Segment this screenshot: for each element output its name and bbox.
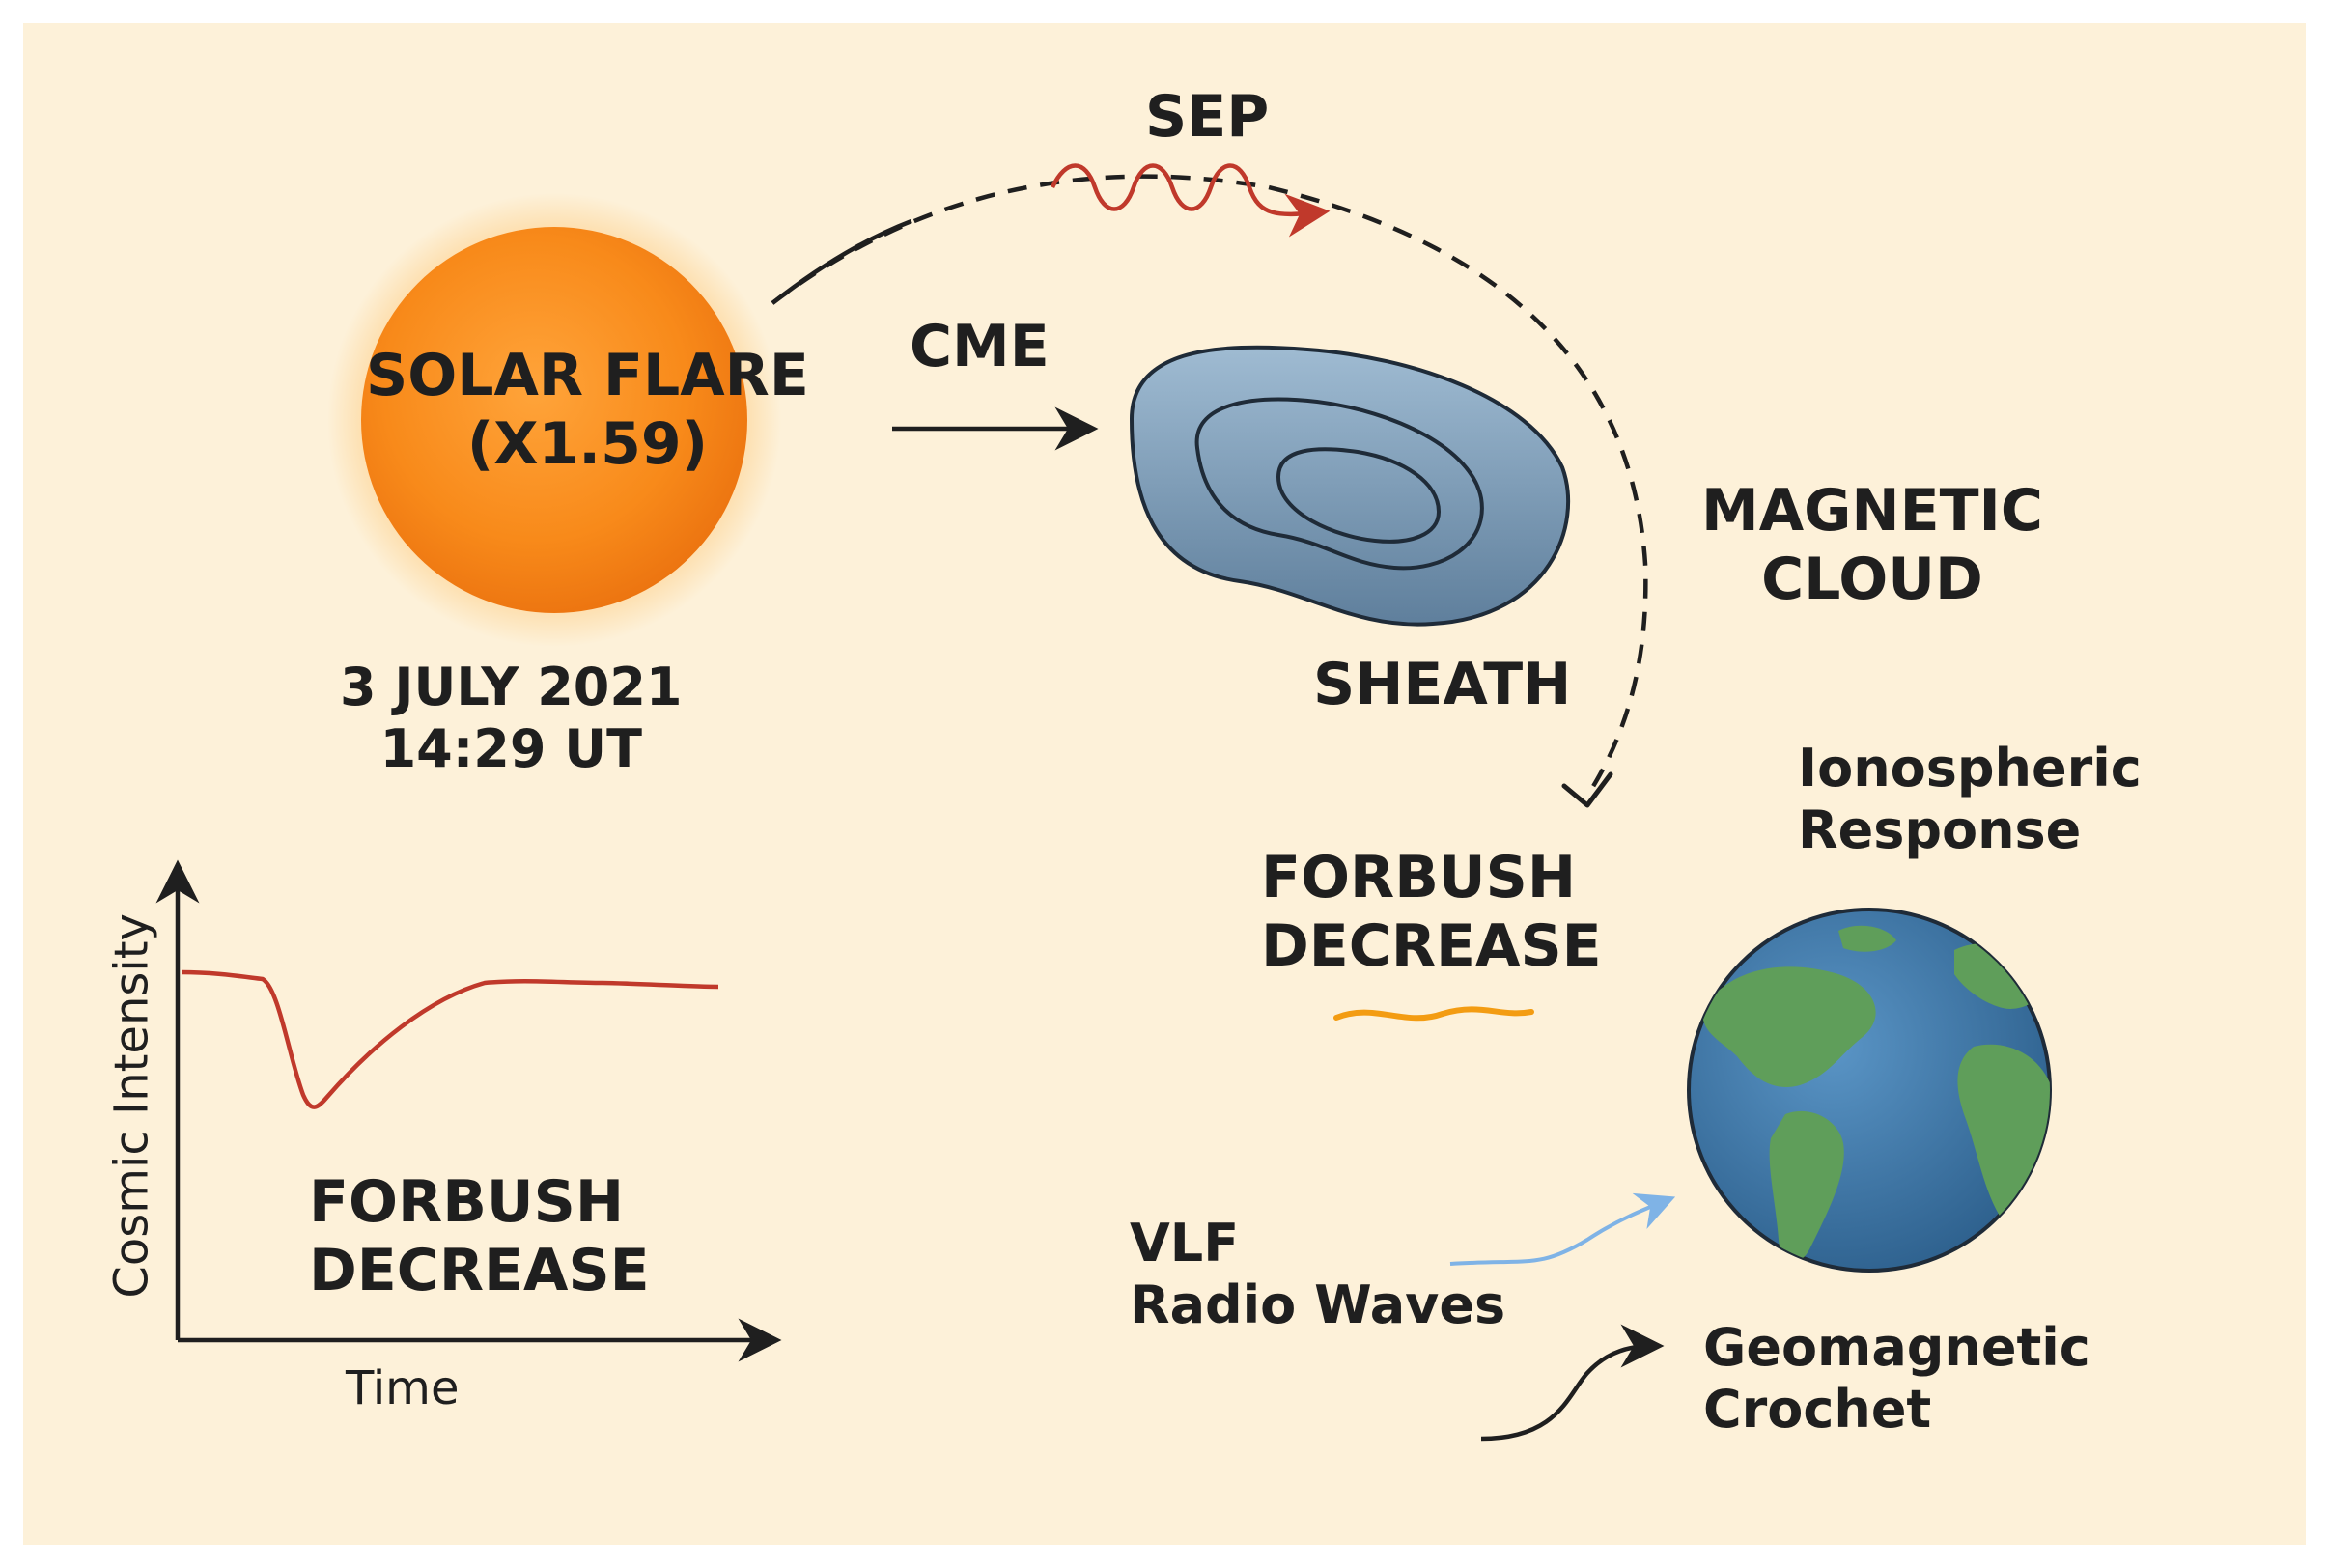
magnetic-cloud-graphic: [1129, 345, 1571, 627]
diagram-canvas: SOLAR FLARE (X1.59) 3 JULY 2021 14:29 UT…: [23, 23, 2306, 1545]
forbush-squiggle: [1333, 1006, 1534, 1022]
diagram-graphics: [155, 163, 2052, 1442]
earth-graphic: [1687, 908, 2052, 1273]
inset-chart: [155, 859, 782, 1362]
cme-label: CME: [910, 313, 1050, 380]
solar-flare-label: SOLAR FLARE (X1.59): [366, 342, 809, 478]
sheath-label: SHEATH: [1313, 651, 1572, 718]
sep-label: SEP: [1145, 83, 1270, 151]
inset-y-axis-label: Cosmic Intensity: [104, 913, 159, 1299]
vlf-wave-arrow: [1449, 1192, 1676, 1266]
inset-forbush-annotation: FORBUSH DECREASE: [309, 1168, 650, 1304]
sep-trajectory-solid-start: [771, 218, 912, 305]
sun-graphic: [327, 193, 781, 647]
inset-forbush-curve: [181, 969, 719, 1109]
geomagnetic-crochet-label: Geomagnetic Crochet: [1703, 1317, 2090, 1440]
ionospheric-response-label: Ionospheric Response: [1798, 738, 2142, 860]
sep-wave: [1050, 163, 1331, 238]
magnetic-cloud-label: MAGNETIC CLOUD: [1701, 477, 2043, 613]
geomagnetic-crochet-arrow: [1480, 1324, 1665, 1442]
dashed-arc-arrowhead: [1561, 771, 1613, 808]
flare-date-label: 3 JULY 2021 14:29 UT: [340, 657, 683, 779]
forbush-decrease-label: FORBUSH DECREASE: [1261, 844, 1602, 980]
sep-trajectory-dashed-arc: [771, 174, 1648, 798]
vlf-radio-waves-label: VLF Radio Waves: [1130, 1213, 1506, 1335]
inset-x-axis-label: Time: [346, 1361, 460, 1415]
